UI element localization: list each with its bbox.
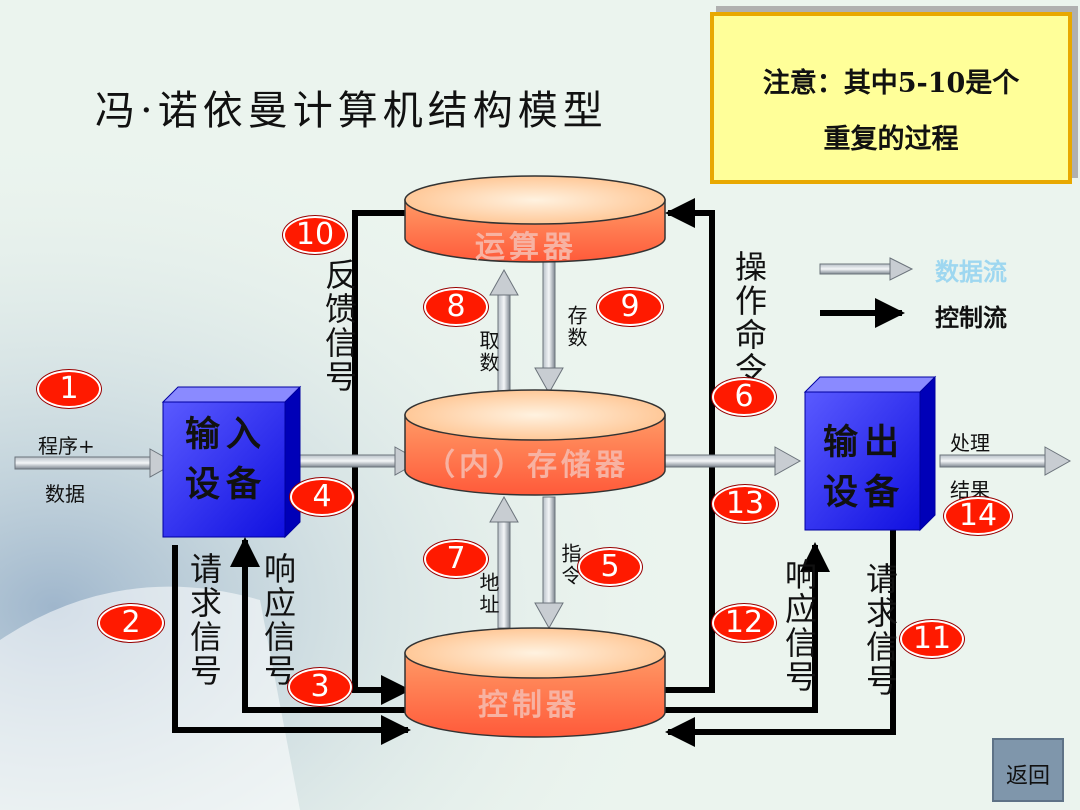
- step-badge-3: 3: [288, 668, 352, 706]
- output-result-label-1: 处理: [950, 431, 990, 455]
- control-flow-lines: [172, 198, 896, 747]
- legend-control-flow-label: 控制流: [935, 303, 1007, 332]
- step-badge-8: 8: [424, 288, 488, 326]
- input-device-label-line-2: 设备: [184, 464, 267, 505]
- alu-label: 运算器: [475, 230, 577, 265]
- input-response-line: [230, 537, 408, 713]
- step-badge-5: 5: [578, 548, 642, 586]
- background-swoosh: [0, 586, 300, 810]
- feedback-signal-line: [352, 210, 411, 705]
- step-badge-1: 1: [37, 370, 101, 408]
- operation-command-label: 操作命令: [730, 250, 768, 386]
- memory-cylinder: [404, 389, 666, 496]
- step-badge-9: 9: [597, 288, 663, 326]
- request-signal-left-label: 请求信号: [185, 552, 223, 688]
- input-device-box: [161, 385, 302, 539]
- operation-command-line: [660, 198, 715, 693]
- input-device-label: 输入 设备: [170, 410, 282, 510]
- controller-label: 控制器: [478, 688, 580, 723]
- output-device-label-line-2: 设备: [822, 472, 905, 513]
- alu-cylinder: [404, 175, 666, 263]
- step-badge-11: 11: [900, 620, 964, 658]
- request-signal-right-label: 请求信号: [861, 562, 899, 698]
- memory-label: （内）存储器: [425, 448, 629, 483]
- step-badge-13: 13: [712, 485, 778, 523]
- step-badge-6: 6: [712, 378, 776, 416]
- step-badge-4: 4: [290, 478, 354, 516]
- step-badge-14: 14: [944, 497, 1012, 535]
- note-line-1: 注意：其中5-10是个: [762, 68, 1020, 99]
- page-title: 冯·诺依曼计算机结构模型: [95, 88, 608, 134]
- note-box: 注意：其中5-10是个 重复的过程: [710, 12, 1072, 184]
- input-request-line: [172, 545, 411, 745]
- output-device-box: [803, 375, 937, 532]
- feedback-signal-label: 反馈信号: [320, 258, 358, 394]
- address-label: 地址: [476, 572, 500, 616]
- response-signal-left-label: 响应信号: [259, 552, 297, 688]
- note-text: 注意：其中5-10是个 重复的过程: [714, 56, 1068, 168]
- input-data-label-1: 程序+: [38, 434, 95, 458]
- note-line-2: 重复的过程: [823, 124, 959, 155]
- input-device-label-line-1: 输入: [184, 414, 267, 455]
- output-device-label-line-1: 输出: [822, 422, 905, 463]
- store-data-label: 存数: [564, 305, 588, 349]
- legend-data-flow-icon: [819, 257, 914, 281]
- step-badge-2: 2: [98, 604, 164, 642]
- back-button-label: 返回: [1005, 764, 1050, 789]
- step-badge-12: 12: [712, 604, 776, 642]
- fetch-data-label: 取数: [476, 330, 500, 374]
- output-device-label: 输出 设备: [808, 418, 920, 518]
- input-data-label-2: 数据: [45, 482, 85, 506]
- response-signal-right-label: 响应信号: [780, 558, 818, 694]
- step-badge-7: 7: [424, 540, 488, 578]
- output-request-line: [665, 528, 896, 747]
- output-response-line: [660, 542, 830, 713]
- step-badge-10: 10: [283, 216, 347, 254]
- back-button[interactable]: 返回: [992, 738, 1064, 802]
- controller-cylinder: [404, 627, 666, 738]
- legend-data-flow-label: 数据流: [935, 257, 1007, 286]
